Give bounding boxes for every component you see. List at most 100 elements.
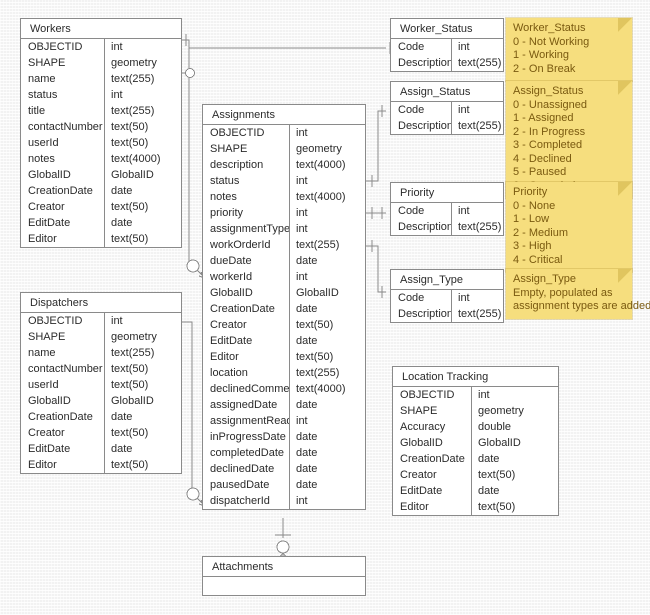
attribute-field-type: geometry [296, 143, 342, 155]
attribute-field-name: Description [391, 118, 452, 134]
entity-title-location-tracking: Location Tracking [393, 367, 558, 387]
attribute-row: priority int [203, 205, 365, 221]
attribute-field-type: text(50) [296, 351, 334, 363]
attribute-field-type: date [111, 217, 133, 229]
attribute-field-name: OBJECTID [21, 39, 105, 55]
attribute-field-name: CreationDate [393, 451, 472, 467]
note-line: 4 - Critical [513, 253, 563, 266]
attribute-field-type: text(255) [111, 347, 155, 359]
note-line: 3 - High [513, 240, 552, 252]
attribute-row: name text(255) [21, 345, 181, 361]
attribute-field-name: Description [391, 306, 452, 322]
attribute-field-type: int [296, 207, 308, 219]
attribute-field-type: text(50) [111, 201, 149, 213]
attribute-field-type: int [111, 89, 123, 101]
attribute-field-name: priority [203, 205, 290, 221]
attribute-field-type: text(50) [478, 469, 516, 481]
attribute-field-type: GlobalID [111, 395, 154, 407]
entity-title-assignments: Assignments [203, 105, 365, 125]
entity-attachments[interactable]: Attachments [202, 556, 366, 596]
attribute-field-type: date [296, 335, 318, 347]
attribute-field-type: int [111, 315, 123, 327]
note-line: 3 - Completed [513, 139, 583, 151]
attribute-row: EditDate date [203, 333, 365, 349]
attribute-field-type: text(4000) [111, 153, 161, 165]
attribute-field-name: completedDate [203, 445, 290, 461]
note-line: 5 - Paused [513, 166, 567, 178]
attribute-field-type: int [478, 389, 490, 401]
attribute-field-name: OBJECTID [21, 313, 105, 329]
note-title: Assign_Type [513, 273, 576, 285]
attribute-field-name: Description [391, 219, 452, 235]
note-priority: Priority 0 - None 1 - Low 2 - Medium 3 -… [506, 182, 632, 272]
attribute-field-name: CreationDate [21, 409, 105, 425]
attribute-field-name: CreationDate [203, 301, 290, 317]
note-title: Worker_Status [513, 22, 586, 34]
attribute-field-type: geometry [111, 57, 157, 69]
attribute-field-name: OBJECTID [393, 387, 472, 403]
attribute-field-type: int [296, 415, 308, 427]
attribute-field-name: SHAPE [21, 329, 105, 345]
note-line: 0 - Unassigned [513, 98, 587, 111]
attribute-field-name: name [21, 345, 105, 361]
attribute-field-type: int [296, 271, 308, 283]
attribute-field-type: text(4000) [296, 159, 346, 171]
note-line: 1 - Low [513, 213, 550, 225]
attribute-field-name: dispatcherId [203, 493, 290, 509]
attribute-field-type: date [111, 185, 133, 197]
attribute-field-type: GlobalID [296, 287, 339, 299]
attribute-field-name: GlobalID [393, 435, 472, 451]
attribute-field-name: declinedComment [203, 381, 290, 397]
attribute-field-name: Editor [21, 457, 105, 473]
attribute-field-name: assignedDate [203, 397, 290, 413]
attribute-field-type: date [296, 255, 318, 267]
connector-assignments-type-to-assign-type [366, 245, 386, 293]
attribute-field-name: EditDate [203, 333, 290, 349]
attribute-field-type: text(50) [111, 363, 149, 375]
attribute-field-name: Creator [21, 425, 105, 441]
note-fold-icon [618, 81, 632, 95]
attribute-field-type: date [296, 463, 318, 475]
note-title: Priority [513, 186, 548, 198]
attribute-field-name: Code [391, 203, 452, 219]
attribute-field-type: date [111, 411, 133, 423]
connector-workers-status-to-worker-status [182, 39, 386, 49]
note-line: 0 - None [513, 199, 556, 212]
attribute-field-type: text(4000) [296, 383, 346, 395]
note-fold-icon [618, 182, 632, 196]
attribute-field-name: Code [391, 39, 452, 55]
attribute-field-name: GlobalID [21, 167, 105, 183]
